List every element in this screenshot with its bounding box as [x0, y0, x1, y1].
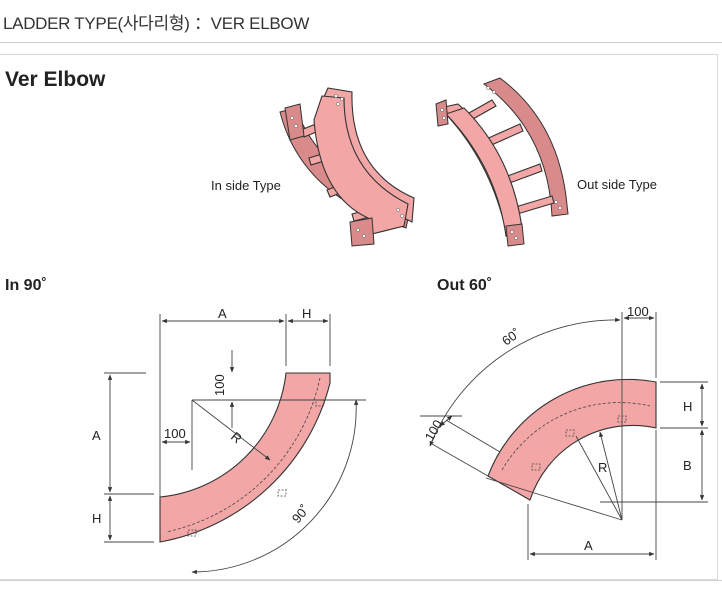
- out60-dim-h: H: [683, 399, 692, 414]
- out60-dim-r: R: [598, 460, 607, 475]
- in90-dim-100-horizontal: 100: [164, 426, 186, 441]
- outside-bolt-holes: [440, 86, 562, 240]
- out60-dim-a: A: [584, 538, 593, 553]
- inside-type-illustration: [279, 87, 415, 247]
- out60-dim-b: B: [683, 458, 692, 473]
- outside-type-illustration: [435, 77, 569, 247]
- in90-dim-a-left: A: [92, 428, 101, 443]
- section-title: Ver Elbow: [5, 68, 106, 91]
- out60-title: Out 60˚: [437, 277, 492, 294]
- in90-dim-a-top: A: [218, 306, 227, 321]
- in90-title: In 90˚: [5, 277, 47, 294]
- in90-dim-h-top: H: [302, 306, 311, 321]
- out60-tray-body: [487, 378, 657, 501]
- in90-dim-100-vertical: 100: [212, 374, 227, 396]
- content-panel: [0, 54, 718, 580]
- inside-bolt-holes: [290, 94, 404, 238]
- page-title: LADDER TYPE(사다리형) ：VER ELBOW: [3, 14, 310, 33]
- in90-angle: 90˚: [289, 502, 313, 526]
- in90-dim-h-left: H: [92, 511, 101, 526]
- in90-dim-r: R: [228, 429, 245, 447]
- out60-drawing: [420, 312, 708, 560]
- page-header: LADDER TYPE(사다리형) ：VER ELBOW: [0, 0, 722, 43]
- inside-type-label: In side Type: [211, 178, 281, 193]
- outside-type-label: Out side Type: [577, 177, 657, 192]
- out60-dim-100-top: 100: [627, 304, 649, 319]
- in90-drawing: [104, 314, 366, 575]
- bottom-divider: [0, 580, 722, 581]
